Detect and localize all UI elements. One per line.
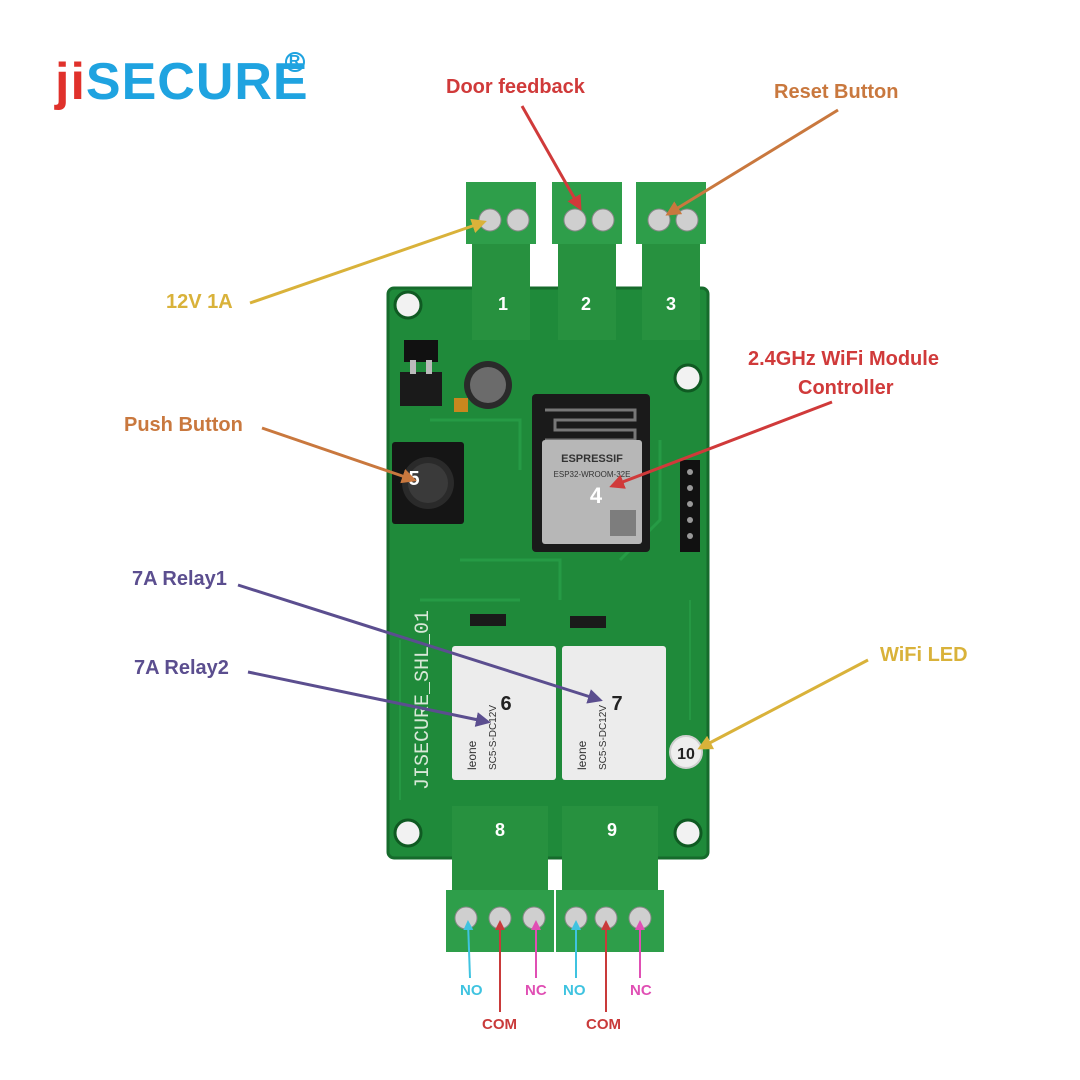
- mounting-hole: [673, 818, 703, 848]
- com-2-label: COM: [586, 1016, 621, 1033]
- relay-model-text: SC5-S-DC12V: [488, 705, 499, 770]
- relay1-arrow: [237, 583, 603, 704]
- wifi-module-arrow: [609, 400, 833, 489]
- relay-2: leone SC5-S-DC12V: [562, 646, 666, 780]
- no-1-label: NO: [460, 982, 483, 999]
- pin-header: [680, 460, 700, 552]
- reset-button-arrow: [665, 108, 839, 216]
- relay-1: leone SC5-S-DC12V: [452, 646, 556, 780]
- module-brand-text: ESPRESSIF: [561, 453, 623, 465]
- mounting-hole: [673, 363, 703, 393]
- wifi-led-label: WiFi LED: [880, 644, 968, 666]
- reset-button-label: Reset Button: [774, 81, 899, 103]
- marker-7: 7: [611, 693, 622, 715]
- push-button-arrow: [261, 426, 417, 484]
- marker-8: 8: [495, 820, 505, 840]
- relay-brand-text: leone: [575, 740, 589, 770]
- relay-model-text: SC5-S-DC12V: [598, 705, 609, 770]
- logo-main: SECURE: [85, 53, 309, 111]
- terminal-block-3: [636, 182, 706, 340]
- marker-10: 10: [677, 746, 695, 763]
- com-1-label: COM: [482, 1016, 517, 1033]
- nc-1-label: NC: [525, 982, 547, 999]
- marker-4: 4: [590, 483, 603, 508]
- silkscreen-text: JISECURE_SHL_01: [412, 610, 435, 790]
- registered-mark: R: [285, 52, 305, 72]
- relay2-arrow: [247, 670, 491, 727]
- no-1-arrow: [463, 920, 474, 979]
- door-feedback-arrow: [520, 105, 582, 211]
- relay-brand-text: leone: [465, 740, 479, 770]
- terminal-block-1: [466, 182, 536, 340]
- brand-logo: jiSECURE R: [55, 52, 309, 112]
- door-feedback-label: Door feedback: [446, 76, 585, 98]
- power-label: 12V 1A: [166, 291, 233, 313]
- wifi-led: [669, 735, 703, 769]
- logo-prefix: ji: [55, 53, 86, 111]
- wifi-module-label-line2: Controller: [798, 377, 894, 399]
- marker-1: 1: [498, 294, 508, 314]
- relay1-label: 7A Relay1: [132, 568, 227, 590]
- marker-9: 9: [607, 820, 617, 840]
- regulator: [400, 340, 442, 406]
- marker-6: 6: [500, 693, 511, 715]
- mounting-hole: [393, 290, 423, 320]
- push-button: [392, 442, 464, 524]
- wifi-led-arrow: [697, 658, 869, 750]
- diode: [470, 614, 506, 626]
- no-2-label: NO: [563, 982, 586, 999]
- nc-2-label: NC: [630, 982, 652, 999]
- power-arrow: [249, 218, 487, 305]
- wifi-module-label-line1: 2.4GHz WiFi Module: [748, 348, 939, 370]
- module-model-text: ESP32-WROOM-32E: [554, 470, 631, 479]
- push-button-label: Push Button: [124, 414, 243, 436]
- marker-2: 2: [581, 294, 591, 314]
- mounting-hole: [393, 818, 423, 848]
- relay2-label: 7A Relay2: [134, 657, 229, 679]
- terminal-block-2: [552, 182, 622, 340]
- diode: [570, 616, 606, 628]
- capacitor: [454, 361, 512, 412]
- marker-3: 3: [666, 294, 676, 314]
- esp32-module: ESPRESSIF ESP32-WROOM-32E: [532, 394, 650, 552]
